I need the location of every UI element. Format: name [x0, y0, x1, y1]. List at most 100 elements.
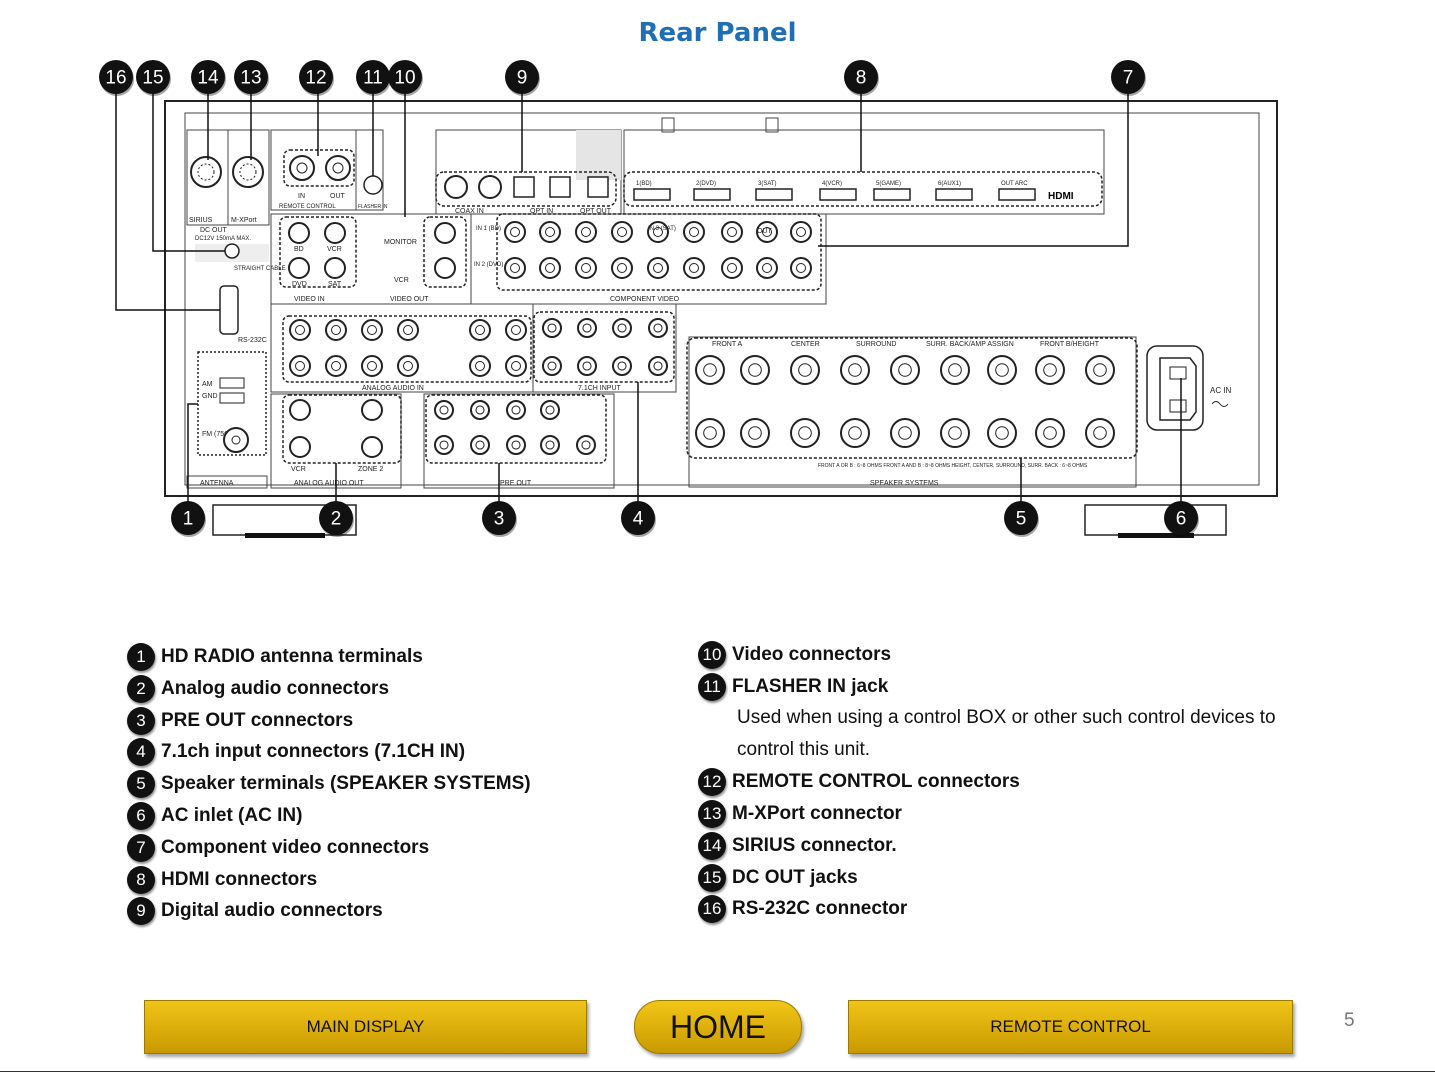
- speaker-terminal: [695, 418, 725, 448]
- speaker-terminal: [790, 418, 820, 448]
- component-jack: [504, 221, 526, 243]
- spk-surr-back: SURR. BACK/AMP ASSIGN: [926, 341, 1014, 348]
- legend-text: FLASHER IN jack: [732, 675, 889, 697]
- component-jack: [683, 221, 705, 243]
- ac-in-label: AC IN: [1210, 386, 1232, 395]
- audio-in-jack: [469, 319, 491, 341]
- legend-item: 11 FLASHER IN jack: [698, 672, 888, 702]
- callout-7: 7: [1111, 60, 1146, 96]
- component-jack: [575, 257, 597, 279]
- legend-text: Analog audio connectors: [161, 677, 390, 699]
- ch71-input-label: 7.1CH INPUT: [578, 385, 622, 392]
- home-button[interactable]: HOME: [634, 1000, 802, 1054]
- component-jack: [647, 221, 669, 243]
- speaker-terminal: [740, 355, 770, 385]
- legend-number-badge: 11: [698, 672, 726, 701]
- callout-2: 2: [319, 501, 354, 537]
- legend-number-badge: 14: [698, 831, 726, 860]
- dc-out-label: DC OUT: [200, 227, 228, 234]
- footer-rule: [0, 1071, 1435, 1072]
- speaker-terminal: [1085, 355, 1115, 385]
- callout-11: 11: [356, 60, 391, 96]
- component-jack: [721, 257, 743, 279]
- speaker-terminal: [740, 418, 770, 448]
- legend-text: HDMI connectors: [161, 868, 318, 890]
- legend-text: Component video connectors: [161, 836, 430, 858]
- digital-audio-block: COAX IN OPT IN OPT OUT: [435, 129, 622, 215]
- hdmi-logo: HDMI: [1048, 191, 1074, 202]
- speaker-terminal: [987, 355, 1017, 385]
- rear-panel-diagram: SIRIUS M-XPort DC OUT DC12V 150mA MAX. S…: [99, 60, 1278, 538]
- straight-cable-label: STRAIGHT CABLE: [234, 266, 286, 272]
- legend-text: Video connectors: [732, 644, 892, 665]
- audio-in-jack: [505, 355, 527, 377]
- preout-jack: [470, 400, 490, 420]
- legend-item: 2 Analog audio connectors: [127, 674, 389, 704]
- video-sat-label: SAT: [328, 281, 342, 288]
- coax-in-label: COAX IN: [455, 208, 484, 215]
- remote-control-button[interactable]: REMOTE CONTROL: [848, 1000, 1293, 1054]
- component-out-label: OUT: [757, 228, 773, 235]
- legend-item: 7 Component video connectors: [127, 833, 429, 863]
- audio-in-jack: [325, 319, 347, 341]
- video-bd-label: BD: [294, 246, 304, 253]
- speaker-terminal: [1035, 418, 1065, 448]
- callout-1: 1: [171, 501, 206, 537]
- callout-number: 8: [856, 68, 867, 89]
- speaker-terminal: [940, 418, 970, 448]
- flasher-desc-line1: Used when using a control BOX or other s…: [737, 707, 1276, 728]
- video-in-label: VIDEO IN: [294, 296, 325, 303]
- remote-control-label: REMOTE CONTROL: [279, 204, 336, 210]
- component-jack: [756, 257, 778, 279]
- callout-number: 7: [1123, 68, 1134, 89]
- legend-number-badge: 4: [127, 738, 155, 767]
- legend-number-badge: 7: [127, 833, 155, 862]
- leader-lines: [115, 92, 1182, 504]
- video-out-label: VIDEO OUT: [390, 296, 429, 303]
- callout-number: 10: [394, 68, 415, 89]
- hdmi-port: OUT ARC: [998, 181, 1036, 201]
- legend-number-badge: 9: [127, 897, 155, 926]
- speaker-terminal: [987, 418, 1017, 448]
- legend-item: 10 Video connectors: [698, 640, 891, 670]
- rs232c-label: RS-232C: [238, 337, 267, 344]
- hdmi-port-label: 4(VCR): [822, 181, 842, 187]
- hdmi-block: 1(BD)2(DVD)3(SAT)4(VCR)5(GAME)6(AUX1)OUT…: [623, 129, 1105, 215]
- legend-number-badge: 13: [698, 800, 726, 828]
- component-jack: [575, 221, 597, 243]
- component-jack: [647, 257, 669, 279]
- callout-number: 12: [305, 68, 326, 89]
- audio-in-jack: [397, 319, 419, 341]
- speaker-block: FRONT A CENTER SURROUND SURR. BACK/AMP A…: [686, 336, 1138, 488]
- sirius-label: SIRIUS: [189, 217, 213, 224]
- legend-number-badge: 2: [127, 674, 155, 703]
- hdmi-port-label: OUT ARC: [1001, 181, 1028, 187]
- flasher-in-label: FLASHER IN: [358, 204, 388, 210]
- callout-number: 4: [633, 509, 644, 530]
- component-jack: [790, 221, 812, 243]
- speaker-terminal: [790, 355, 820, 385]
- audio-in-jack: [505, 319, 527, 341]
- antenna-block: AM GND FM (75Ω) ANTENNA: [186, 351, 268, 489]
- callout-8: 8: [844, 60, 879, 96]
- legend-number-badge: 10: [698, 641, 726, 669]
- callout-12: 12: [299, 60, 334, 96]
- callout-number: 16: [105, 68, 126, 89]
- analog-audio-out-block: VCR ZONE 2 ANALOG AUDIO OUT: [270, 393, 402, 489]
- callout-15: 15: [136, 60, 171, 96]
- spk-front-a: FRONT A: [712, 341, 743, 348]
- audio-in-jack: [325, 355, 347, 377]
- hdmi-port-label: 2(DVD): [696, 181, 716, 187]
- speaker-terminal: [940, 355, 970, 385]
- component-jack: [721, 221, 743, 243]
- main-display-button[interactable]: MAIN DISPLAY: [144, 1000, 587, 1054]
- analog-audio-in-label: ANALOG AUDIO IN: [362, 385, 424, 392]
- spk-center: CENTER: [791, 341, 820, 348]
- rc-out-label: OUT: [330, 193, 346, 200]
- callout-9: 9: [505, 60, 540, 96]
- component-jack: [790, 257, 812, 279]
- preout-jack: [540, 435, 560, 455]
- component-video-block: IN 1 (BD) IN 2 (DVD) IN 3 (SAT) OUT COMP…: [470, 213, 827, 305]
- pre-out-block: PRE OUT: [423, 393, 615, 489]
